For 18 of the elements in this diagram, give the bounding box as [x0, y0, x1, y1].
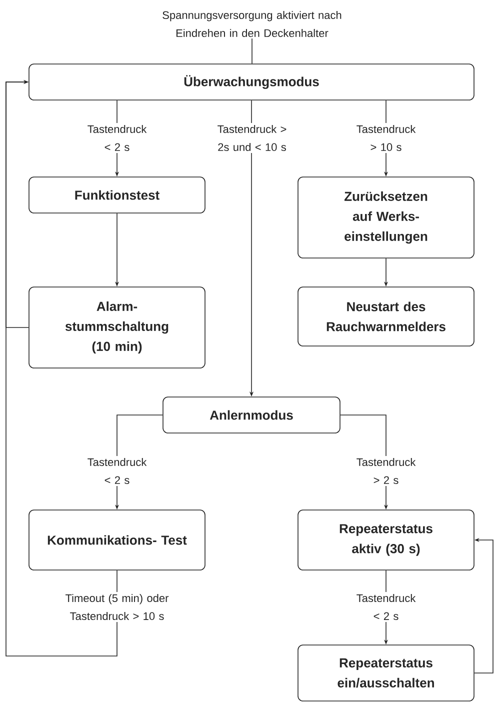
edge-label: Tastendruck < 2 s: [352, 592, 420, 622]
state-box: Neustart des Rauchwarnmelders: [298, 286, 474, 346]
edge-label: Timeout (5 min) oder Tastendruck > 10 s: [59, 592, 175, 622]
state-box: Alarm- stummschaltung (10 min): [28, 286, 206, 368]
edge-label: Tastendruck < 2 s: [83, 456, 151, 486]
state-box: Kommunikations- Test: [28, 510, 206, 570]
edge-label: Tastendruck > 2s und < 10 s: [208, 122, 296, 154]
edge-label: Tastendruck > 10 s: [352, 122, 420, 154]
state-box: Anlernmodus: [162, 396, 340, 434]
state-box: Repeaterstatus ein/ausschalten: [298, 644, 474, 702]
status-text: Spannungsversorgung aktiviert nach Eindrehen in den Deckenhalter: [162, 10, 342, 38]
arrow: [6, 80, 118, 656]
edge-label: Tastendruck > 2 s: [352, 456, 420, 486]
state-box: Zurücksetzen auf Werks- einstellungen: [298, 176, 474, 258]
state-box: Überwachungsmodus: [28, 64, 474, 100]
state-box: Repeaterstatus aktiv (30 s): [298, 510, 474, 570]
state-box: Funktionstest: [28, 176, 206, 214]
edge-label: Tastendruck < 2 s: [83, 122, 151, 154]
